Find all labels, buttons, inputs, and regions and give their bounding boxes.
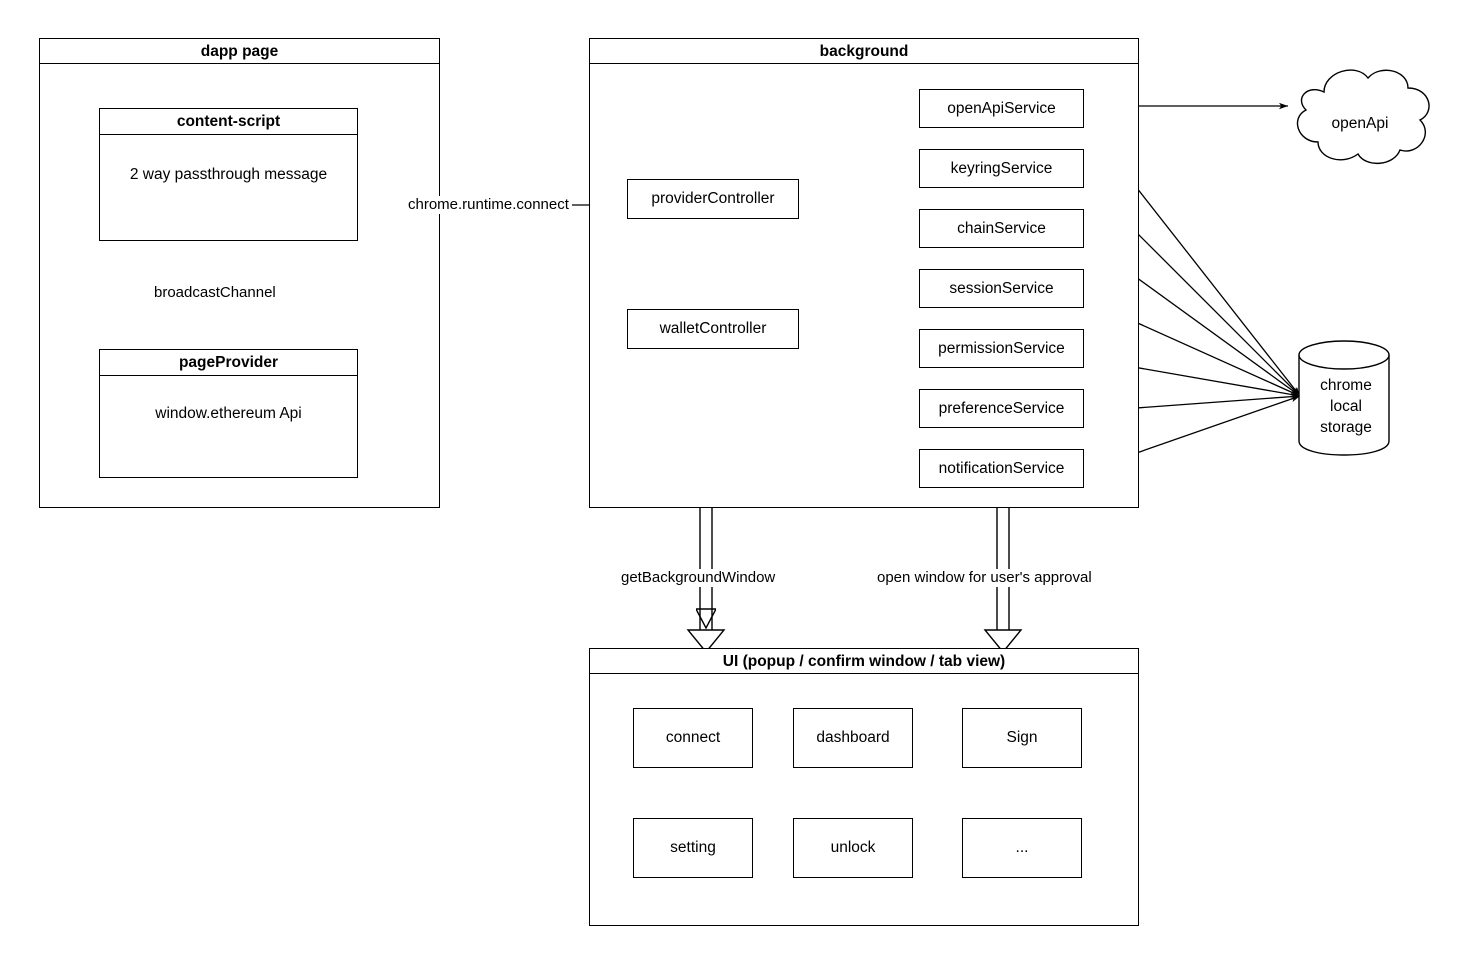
node-ui-view-sign[interactable]: Sign <box>962 708 1082 768</box>
permission-service-label: permissionService <box>938 339 1065 357</box>
content-script-title: content-script <box>100 109 357 135</box>
node-ui-view-connect[interactable]: connect <box>633 708 753 768</box>
ui-view-unlock-label: unlock <box>830 839 876 856</box>
page-provider-body: window.ethereum Api <box>155 404 302 422</box>
node-ui-view-setting[interactable]: setting <box>633 818 753 878</box>
box-page-provider[interactable]: pageProvider window.ethereum Api <box>99 349 358 478</box>
node-wallet-controller[interactable]: walletController <box>627 309 799 349</box>
session-service-label: sessionService <box>949 279 1054 297</box>
edge-label-runtime-connect: chrome.runtime.connect <box>405 196 572 214</box>
panel-dapp-page-title: dapp page <box>40 39 439 64</box>
notification-service-label: notificationService <box>938 459 1065 477</box>
panel-ui: UI (popup / confirm window / tab view) <box>589 648 1139 926</box>
ui-view-sign-label: Sign <box>1006 729 1038 746</box>
ui-view-more-label: ... <box>1015 839 1029 856</box>
chain-service-label: chainService <box>957 219 1046 237</box>
chrome-local-storage-label: chrome local storage <box>1320 377 1372 436</box>
panel-ui-title: UI (popup / confirm window / tab view) <box>590 649 1138 674</box>
node-permission-service[interactable]: permissionService <box>919 329 1084 368</box>
provider-controller-label: providerController <box>651 190 775 207</box>
edge-label-broadcast-channel: broadcastChannel <box>151 284 279 302</box>
shape-open-api-cloud <box>1296 69 1430 164</box>
open-api-label: openApi <box>1331 115 1389 132</box>
preference-service-label: preferenceService <box>938 399 1065 417</box>
panel-background-title: background <box>590 39 1138 64</box>
node-session-service[interactable]: sessionService <box>919 269 1084 308</box>
ui-view-dashboard-label: dashboard <box>816 729 890 746</box>
node-ui-view-unlock[interactable]: unlock <box>793 818 913 878</box>
edge-label-get-background-window: getBackgroundWindow <box>618 569 779 587</box>
box-content-script[interactable]: content-script 2 way passthrough message <box>99 108 358 241</box>
node-open-api-service[interactable]: openApiService <box>919 89 1084 128</box>
keyring-service-label: keyringService <box>950 159 1053 177</box>
ui-view-setting-label: setting <box>670 839 716 856</box>
shape-chrome-local-storage-cylinder <box>1298 340 1390 456</box>
node-preference-service[interactable]: preferenceService <box>919 389 1084 428</box>
node-notification-service[interactable]: notificationService <box>919 449 1084 488</box>
node-provider-controller[interactable]: providerController <box>627 179 799 219</box>
edge-label-open-window-approval: open window for user's approval <box>874 569 1095 587</box>
node-ui-view-more[interactable]: ... <box>962 818 1082 878</box>
ui-view-connect-label: connect <box>665 729 721 746</box>
open-api-service-label: openApiService <box>947 99 1056 117</box>
node-chain-service[interactable]: chainService <box>919 209 1084 248</box>
content-script-body: 2 way passthrough message <box>129 165 328 183</box>
node-keyring-service[interactable]: keyringService <box>919 149 1084 188</box>
wallet-controller-label: walletController <box>659 320 767 337</box>
page-provider-title: pageProvider <box>100 350 357 376</box>
node-ui-view-dashboard[interactable]: dashboard <box>793 708 913 768</box>
